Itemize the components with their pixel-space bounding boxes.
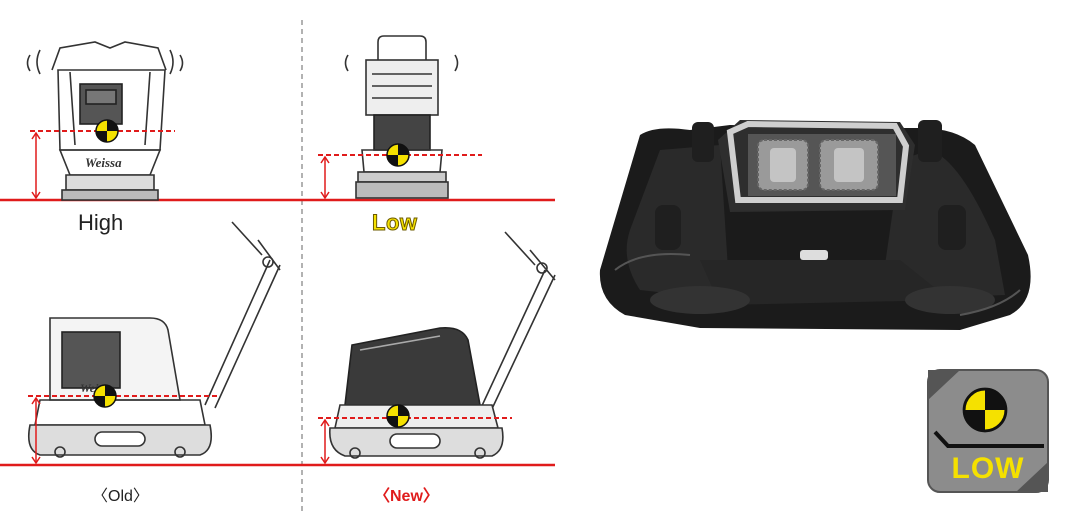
high-label: High	[78, 210, 124, 235]
badge-cog-icon	[962, 387, 1008, 433]
low-cog-icon	[386, 143, 410, 167]
old-label: 〈Old〉	[92, 488, 149, 505]
gear-right	[819, 139, 879, 191]
low-label: Low	[372, 210, 418, 236]
high-machine-front-view	[26, 41, 184, 201]
high-cog-icon	[95, 119, 119, 143]
brand-logo-high: Weissa	[85, 155, 122, 170]
low-machine-front-view	[344, 35, 459, 199]
low-badge-text: LOW	[951, 452, 1025, 485]
old-cog-icon	[93, 384, 117, 408]
old-machine-side-view	[27, 221, 281, 458]
new-cog-icon	[386, 404, 410, 428]
new-label: 〈New〉	[374, 488, 439, 505]
gear-left	[757, 139, 809, 191]
new-machine-side-view	[328, 231, 556, 459]
low-badge	[927, 369, 1049, 493]
gearbox-casting-image	[599, 120, 1031, 330]
